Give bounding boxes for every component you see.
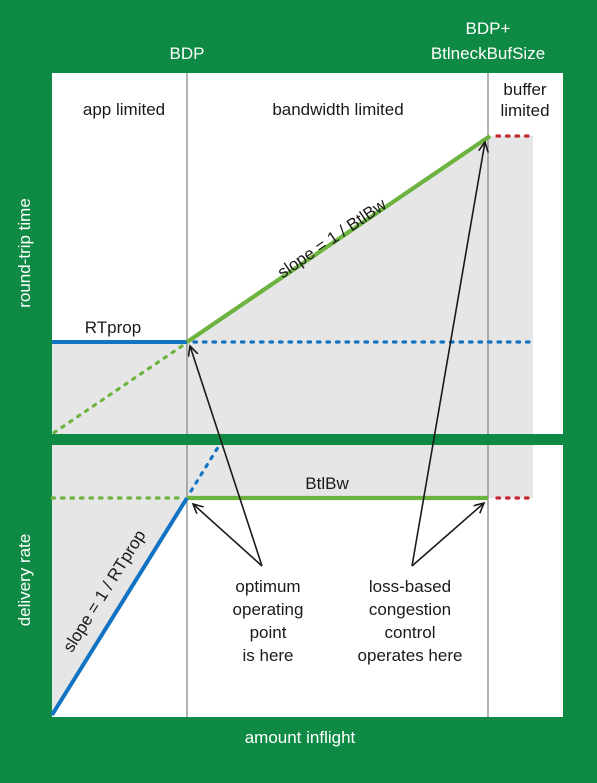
bdp-top-label: BDP — [170, 44, 205, 63]
bdp-plus-label-line1: BDP+ — [466, 19, 511, 38]
optimum-line-1: optimum — [235, 577, 300, 596]
arrow-optimum-to-bottom — [193, 504, 263, 567]
top-panel: app limited bandwidth limited buffer lim… — [50, 73, 563, 436]
bottom-y-axis-label: delivery rate — [15, 534, 34, 627]
loss-based-line-1: loss-based — [369, 577, 451, 596]
rtt-slope-line — [185, 134, 492, 344]
rtt-slope-dotted-extension — [50, 344, 184, 436]
loss-based-line-3: control — [384, 623, 435, 642]
optimum-line-2: operating — [233, 600, 304, 619]
optimum-annotation: optimum operating point is here — [233, 577, 304, 665]
annotation-arrows — [190, 142, 485, 567]
arrow-optimum-to-top — [190, 346, 263, 567]
bandwidth-limited-label: bandwidth limited — [272, 100, 403, 119]
optimum-line-3: point — [250, 623, 287, 642]
rtprop-label: RTprop — [85, 318, 141, 337]
delivery-slope-line — [50, 496, 189, 717]
top-shaded-region — [52, 136, 533, 434]
optimum-line-4: is here — [242, 646, 293, 665]
btlbw-label: BtlBw — [305, 474, 349, 493]
bottom-panel: BtlBw slope = 1 / RTprop optimum operati… — [50, 442, 563, 717]
arrow-loss-to-bottom — [411, 503, 484, 567]
delivery-slope-dotted-extension — [189, 442, 222, 493]
top-y-axis-label: round-trip time — [15, 198, 34, 308]
buffer-limited-label-line1: buffer — [503, 80, 547, 99]
bottom-shaded-region — [52, 445, 533, 715]
loss-based-line-4: operates here — [358, 646, 463, 665]
buffer-limited-label-line2: limited — [500, 101, 549, 120]
x-axis-label: amount inflight — [245, 728, 356, 747]
arrow-loss-to-top — [411, 142, 485, 567]
bdp-plus-label-line2: BtlneckBufSize — [431, 44, 545, 63]
loss-based-annotation: loss-based congestion control operates h… — [358, 577, 463, 665]
app-limited-label: app limited — [83, 100, 165, 119]
loss-based-line-2: congestion — [369, 600, 451, 619]
